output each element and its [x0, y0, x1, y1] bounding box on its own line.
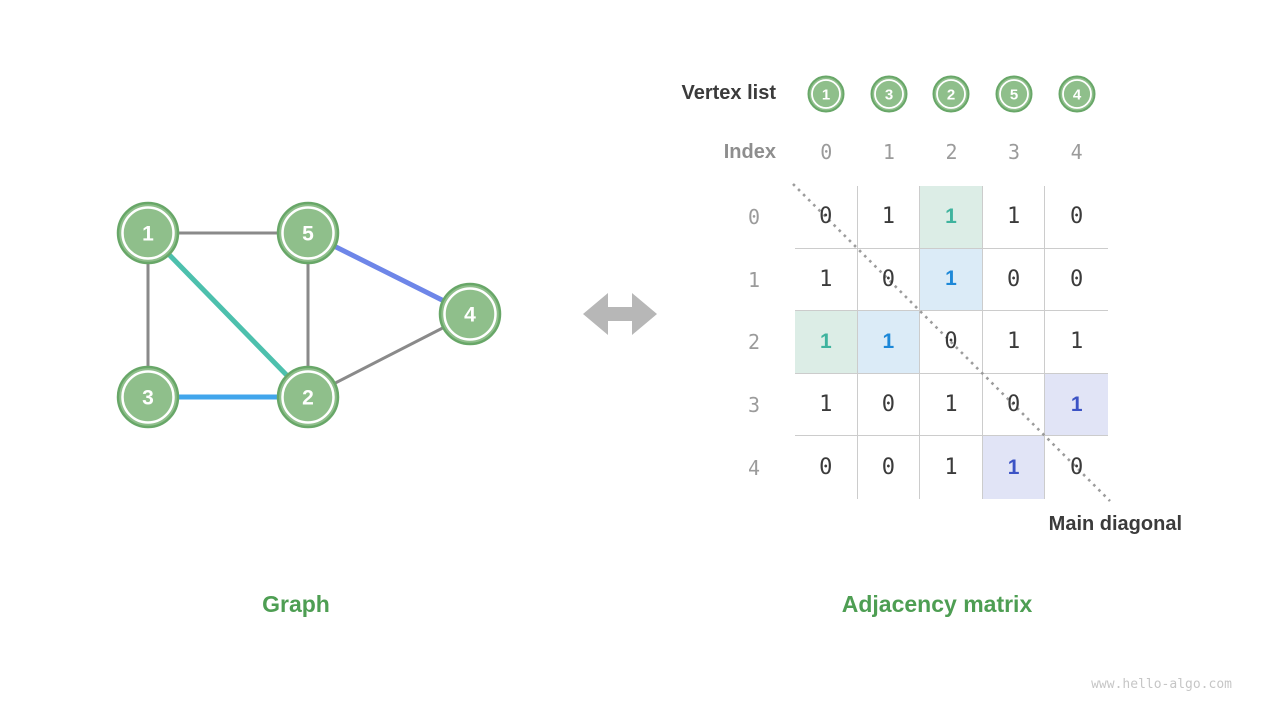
matrix-cell-r1c4: 0: [1045, 249, 1108, 312]
matrix-cell-r4c4: 0: [1045, 436, 1108, 499]
row-label-3: 3: [747, 393, 761, 418]
matrix-cell-value: 1: [1070, 329, 1084, 355]
matrix-cell-value: 0: [881, 455, 896, 481]
matrix-cell-r0c1: 1: [857, 186, 921, 249]
row-label-0: 0: [747, 205, 761, 230]
matrix-cell-value: 0: [819, 204, 833, 230]
graph-edge-1-2: [146, 231, 310, 399]
matrix-cell-value: 1: [1006, 329, 1021, 355]
matrix-cell-r4c3: 1: [982, 436, 1046, 499]
adjacency-matrix-caption: Adjacency matrix: [841, 591, 1033, 617]
vertex-circle-icon: 5: [995, 75, 1033, 113]
vertex-list-item-3: 3: [858, 74, 921, 114]
graph-caption: Graph: [262, 591, 330, 617]
matrix-cell-value: 1: [881, 204, 896, 230]
matrix-cell-r1c0: 1: [795, 248, 858, 312]
matrix-cell-r2c3: 1: [982, 311, 1046, 374]
vertex-list-item-2: 2: [920, 74, 983, 114]
matrix-cell-r1c3: 0: [982, 248, 1046, 312]
graph-vertex-label: 1: [142, 223, 154, 246]
graph-vertex-3: 3: [116, 365, 180, 429]
matrix-cell-r2c1: 1: [857, 311, 921, 374]
graph-vertex-label: 2: [302, 387, 314, 410]
matrix-cell-r0c4: 0: [1045, 186, 1108, 249]
graph-vertex-label: 4: [464, 304, 476, 327]
matrix-row-labels: 0 1 2 3 4: [738, 186, 770, 499]
vertex-circle-label: 1: [822, 87, 830, 104]
matrix-cell-value: 0: [881, 266, 896, 292]
matrix-cell-value: 1: [944, 455, 958, 481]
watermark: www.hello-algo.com: [1091, 677, 1232, 692]
matrix-cell-value: 1: [882, 329, 895, 353]
matrix-cell-r0c3: 1: [982, 186, 1046, 249]
graph-vertex-2: 2: [276, 365, 340, 429]
adjacency-matrix-grid: 0 1 1 1 0 1 0 1 0 0 1 1 0 1 1 1 0 1 0 1 0 0 1 1 0: [795, 186, 1108, 499]
vertex-circle-label: 2: [947, 87, 955, 104]
matrix-cell-value: 0: [881, 392, 896, 418]
index-header-1: 1: [882, 140, 895, 164]
vertex-circle-icon: 4: [1058, 75, 1096, 113]
matrix-cell-r2c2: 0: [920, 311, 983, 374]
graph-vertex-4: 4: [438, 282, 502, 346]
matrix-cell-value: 0: [819, 455, 833, 481]
index-header-2: 2: [945, 140, 958, 164]
graph-vertex-label: 5: [302, 223, 314, 246]
matrix-cell-r1c2: 1: [920, 248, 983, 312]
matrix-cell-value: 0: [1006, 266, 1021, 292]
matrix-cell-r3c4: 1: [1045, 373, 1108, 437]
matrix-cell-value: 0: [1070, 204, 1084, 230]
row-label-4: 4: [747, 455, 761, 480]
matrix-cell-r0c2: 1: [920, 186, 983, 249]
vertex-list-item-5: 5: [983, 74, 1046, 114]
matrix-cell-value: 0: [1070, 266, 1084, 292]
double-arrow-shape: [583, 293, 657, 335]
matrix-cell-value: 0: [1070, 455, 1084, 481]
matrix-cell-value: 1: [1007, 455, 1020, 479]
vertex-list-item-1: 1: [795, 74, 858, 114]
matrix-cell-value: 0: [944, 329, 958, 355]
double-arrow-icon: [583, 293, 657, 335]
matrix-cell-value: 1: [819, 266, 833, 292]
index-header-row: 0 1 2 3 4: [795, 140, 1108, 164]
graph-svg: 1 5 4 3 2: [116, 201, 502, 429]
row-label-1: 1: [747, 267, 761, 292]
row-label-2: 2: [747, 330, 761, 355]
matrix-cell-r2c4: 1: [1045, 311, 1108, 374]
matrix-cell-value: 1: [945, 267, 957, 291]
matrix-cell-r4c0: 0: [795, 436, 858, 499]
matrix-cell-r2c0: 1: [795, 311, 858, 374]
matrix-cell-value: 1: [819, 329, 832, 353]
vertex-circle-icon: 1: [807, 75, 845, 113]
matrix-cell-r3c1: 0: [857, 373, 921, 437]
vertex-circle-label: 4: [1073, 87, 1082, 104]
vertex-list-row: 1 3 2 5 4: [795, 74, 1108, 114]
matrix-cell-value: 1: [1006, 204, 1021, 230]
matrix-cell-r3c2: 1: [920, 373, 983, 437]
main-diagonal-label: Main diagonal: [1048, 513, 1182, 535]
vertex-list-item-4: 4: [1045, 74, 1108, 114]
vertex-circle-label: 5: [1010, 87, 1018, 104]
matrix-cell-value: 1: [944, 392, 958, 418]
graph-vertex-label: 3: [142, 387, 154, 410]
matrix-cell-value: 1: [1070, 392, 1083, 416]
index-header-4: 4: [1070, 140, 1083, 164]
graph-vertex-5: 5: [276, 201, 340, 265]
matrix-cell-r3c3: 0: [982, 373, 1046, 437]
vertex-list-label: Vertex list: [681, 82, 776, 104]
matrix-cell-r4c1: 0: [858, 436, 921, 499]
matrix-cell-value: 1: [819, 392, 833, 418]
matrix-cell-r0c0: 0: [795, 186, 858, 249]
matrix-cell-r3c0: 1: [795, 373, 858, 437]
vertex-circle-icon: 3: [870, 75, 908, 113]
vertex-circle-label: 3: [885, 87, 893, 104]
matrix-cell-value: 0: [1006, 392, 1021, 418]
matrix-cell-r1c1: 0: [857, 248, 921, 312]
graph-vertex-1: 1: [116, 201, 180, 265]
index-label: Index: [723, 141, 776, 163]
matrix-cell-r4c2: 1: [920, 436, 983, 499]
vertex-circle-icon: 2: [932, 75, 970, 113]
index-header-3: 3: [1008, 140, 1021, 164]
index-header-0: 0: [820, 140, 833, 164]
matrix-cell-value: 1: [945, 204, 957, 228]
